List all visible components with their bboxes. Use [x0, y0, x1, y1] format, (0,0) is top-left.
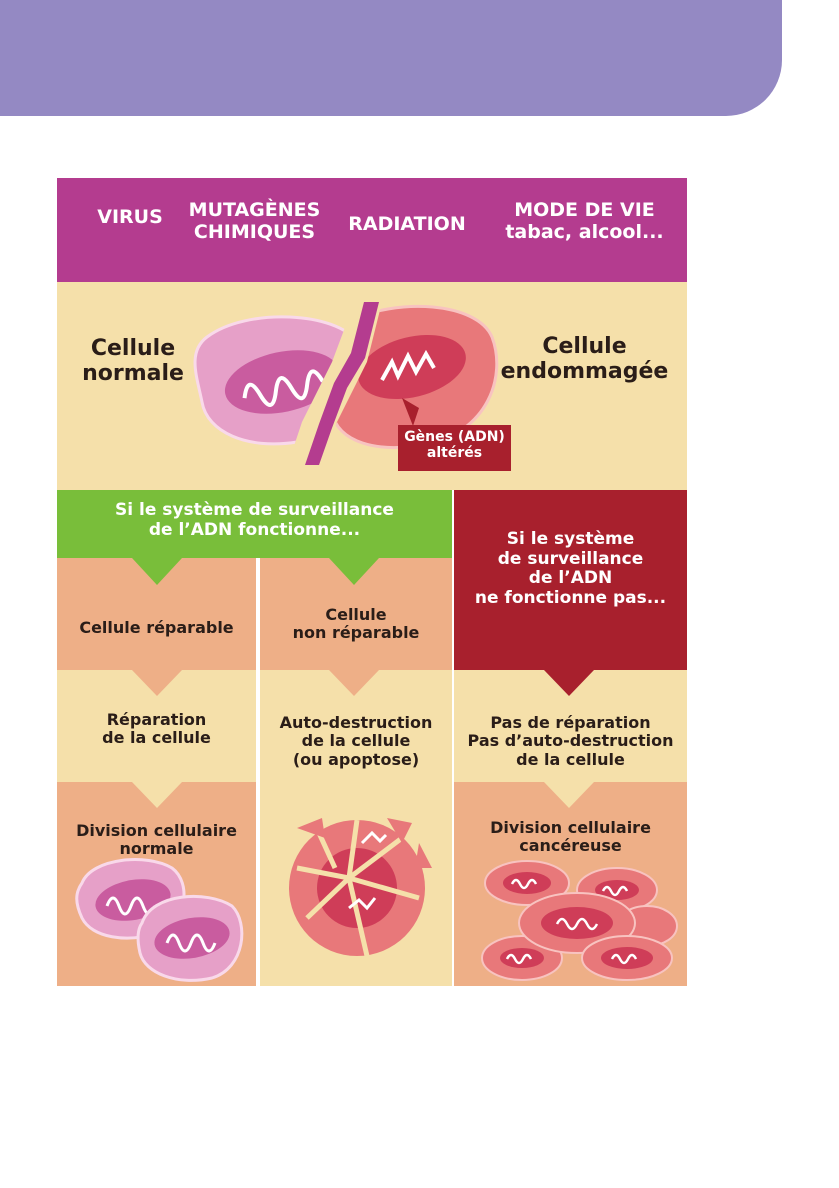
- genes-altered-label: Gènes (ADN) altérés: [398, 429, 511, 461]
- normal-division-label: Division cellulaire normale: [57, 821, 256, 859]
- surveillance-fails-band: [454, 490, 687, 670]
- surveillance-works-line1: Si le système de surveillance: [115, 500, 394, 520]
- genes-altered-line1: Gènes (ADN): [404, 429, 505, 445]
- genes-altered-line2: altérés: [426, 445, 483, 462]
- surveillance-fails-line1: Si le système: [506, 529, 635, 549]
- repair-line2: de la cellule: [102, 728, 211, 748]
- damaged-cell-label: Cellule endommagée: [497, 334, 672, 385]
- down-arrow: [544, 670, 594, 696]
- no-repair-line1: Pas de réparation: [490, 713, 651, 732]
- cancer-division-label: Division cellulaire cancéreuse: [454, 818, 687, 856]
- cancer-division-line2: cancéreuse: [519, 836, 622, 856]
- fragmented-cell: [289, 818, 432, 957]
- apoptosis-line2: de la cellule: [301, 731, 411, 751]
- damaged-cell-label-line2: endommagée: [500, 359, 669, 385]
- dna-damage-diagram: VIRUS MUTAGÈNES CHIMIQUES RADIATION MODE…: [57, 178, 687, 986]
- surveillance-fails-label: Si le système de surveillance de l’ADN n…: [454, 529, 687, 608]
- non-reparable-cell-label: Cellule non réparable: [260, 605, 452, 643]
- normal-nucleus: [224, 350, 340, 414]
- cause-mutagens-line2: CHIMIQUES: [193, 220, 316, 243]
- cause-mutagens-line1: MUTAGÈNES: [188, 199, 321, 221]
- header-banner: [0, 0, 782, 116]
- cancer-division-line1: Division cellulaire: [490, 818, 651, 837]
- surveillance-works-label: Si le système de surveillance de l’ADN f…: [57, 500, 452, 540]
- diagram-graphics: [57, 178, 687, 986]
- non-reparable-line1: Cellule: [325, 605, 387, 624]
- no-repair-label: Pas de réparation Pas d’auto-destruction…: [454, 713, 687, 769]
- apoptosis-line3: (ou apoptose): [292, 749, 420, 769]
- normal-daughter-cells: [75, 858, 244, 982]
- no-repair-line2: Pas d’auto-destruction: [467, 731, 674, 751]
- reparable-cell-label: Cellule réparable: [79, 618, 234, 637]
- apoptosis-line1: Auto-destruction: [279, 713, 433, 732]
- cause-lifestyle-line2: tabac, alcool...: [505, 220, 664, 243]
- normal-cell-label-line1: Cellule: [90, 336, 176, 361]
- down-arrow: [329, 670, 379, 696]
- repair-line1: Réparation: [106, 710, 207, 729]
- normal-division-line1: Division cellulaire: [76, 821, 237, 840]
- down-arrow: [544, 782, 594, 808]
- normal-cell-label-line2: normale: [82, 361, 184, 387]
- cause-lifestyle: MODE DE VIE tabac, alcool...: [487, 199, 682, 244]
- cause-lifestyle-line1: MODE DE VIE: [514, 199, 655, 221]
- down-arrow: [329, 558, 379, 585]
- cause-virus: VIRUS: [97, 206, 163, 228]
- cause-mutagens: MUTAGÈNES CHIMIQUES: [182, 199, 327, 244]
- repair-label: Réparation de la cellule: [57, 710, 256, 748]
- dna-helix-icon: [242, 369, 325, 407]
- cancerous-cells-cluster: [481, 860, 678, 981]
- lightning-bolt-icon: [305, 302, 379, 465]
- non-reparable-line2: non réparable: [292, 623, 420, 643]
- normal-cell-label: Cellule normale: [75, 336, 191, 387]
- surveillance-works-line2: de l’ADN fonctionne...: [148, 519, 361, 540]
- genes-callout-box: [398, 425, 511, 471]
- down-arrow: [132, 558, 182, 585]
- no-repair-line3: de la cellule: [516, 749, 625, 769]
- causes-band: [57, 178, 687, 282]
- down-arrow: [132, 670, 182, 696]
- callout-pointer: [402, 398, 419, 426]
- down-arrow: [132, 782, 182, 808]
- broken-dna-icon: [380, 349, 436, 381]
- normal-division-line2: normale: [119, 839, 194, 859]
- surveillance-fails-line4: ne fonctionne pas...: [474, 587, 667, 608]
- damaged-cell-label-line1: Cellule: [542, 334, 627, 359]
- surveillance-fails-line3: de l’ADN: [528, 568, 613, 589]
- surveillance-fails-line2: de surveillance: [497, 548, 644, 569]
- surveillance-works-band: [57, 490, 452, 558]
- apoptosis-label: Auto-destruction de la cellule (ou apopt…: [260, 713, 452, 769]
- cause-radiation: RADIATION: [348, 213, 466, 235]
